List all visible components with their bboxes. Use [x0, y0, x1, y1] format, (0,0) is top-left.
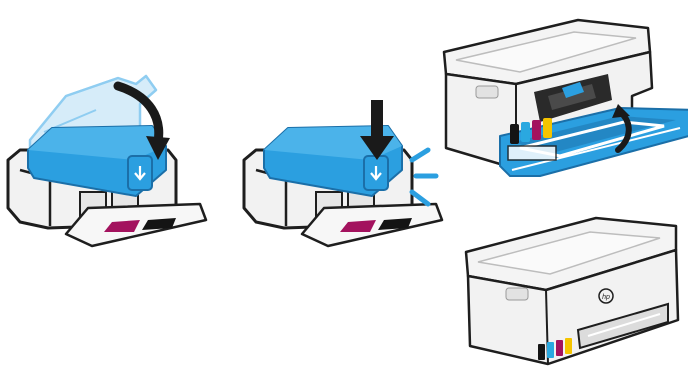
black-square	[142, 218, 176, 230]
ink-window	[538, 338, 572, 360]
panel-printer-ready: hp	[464, 216, 680, 366]
panel-press-latch	[242, 100, 444, 248]
down-arrow-icon	[360, 100, 394, 160]
panel-close-front-door	[442, 18, 688, 177]
hp-logo-icon: hp	[598, 288, 614, 304]
ink-tank-row	[510, 118, 552, 144]
hp-logo-text: hp	[602, 294, 610, 301]
curved-down-arrow-icon	[113, 81, 164, 147]
click-burst-icon	[409, 147, 439, 207]
latch-small-arrow-icon	[134, 166, 146, 181]
magenta-square-2	[340, 220, 376, 232]
panel-close-latch	[6, 74, 208, 248]
black-square-2	[378, 218, 412, 230]
magenta-square	[104, 220, 140, 232]
inner-carriage	[562, 82, 584, 98]
latch-small-arrow-icon-2	[370, 166, 382, 181]
